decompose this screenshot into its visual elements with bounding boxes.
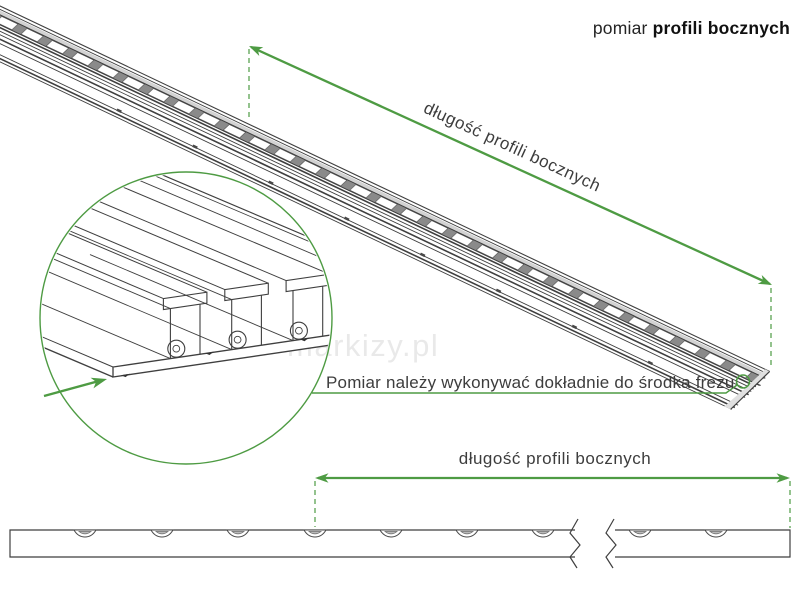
frez-marks (116, 108, 654, 366)
page-title-regular: pomiar (593, 18, 653, 38)
page-title: pomiar profili bocznych (593, 18, 790, 38)
arrowhead-down-right (757, 275, 774, 290)
bottom-profile-left (9, 529, 575, 558)
bottom-profile-right (615, 529, 791, 558)
detail-circle (39, 171, 333, 465)
profile-slot-rail (0, 0, 765, 386)
profile-end-face (724, 369, 770, 410)
diagonal-dimension-label: długość profili bocznych (421, 98, 604, 195)
leader-line (312, 384, 738, 394)
profile-cross-section (41, 173, 331, 378)
break-mark-right (605, 518, 617, 569)
main-profile-drawing (0, 0, 771, 410)
detail-circle-outline (39, 171, 333, 465)
page-title-bold: profili bocznych (653, 18, 790, 38)
bottom-dimension-label: długość profili bocznych (459, 449, 651, 468)
callout-leader: Pomiar należy wykonywać dokładnie do śro… (312, 373, 751, 394)
screw-holes (73, 529, 728, 538)
bottom-profile-drawing (9, 518, 791, 569)
callout-text: Pomiar należy wykonywać dokładnie do śro… (326, 373, 735, 392)
diagonal-dimension: długość profili bocznych (247, 41, 774, 367)
bottom-dimension: długość profili bocznych (314, 449, 791, 528)
profile-light-strip (0, 0, 767, 378)
leader-end-circle (735, 374, 751, 389)
frez-mark-detail (121, 337, 309, 378)
dimension-line (250, 45, 771, 286)
break-mark-left (569, 518, 581, 569)
frez-pointer-arrow (43, 373, 109, 398)
